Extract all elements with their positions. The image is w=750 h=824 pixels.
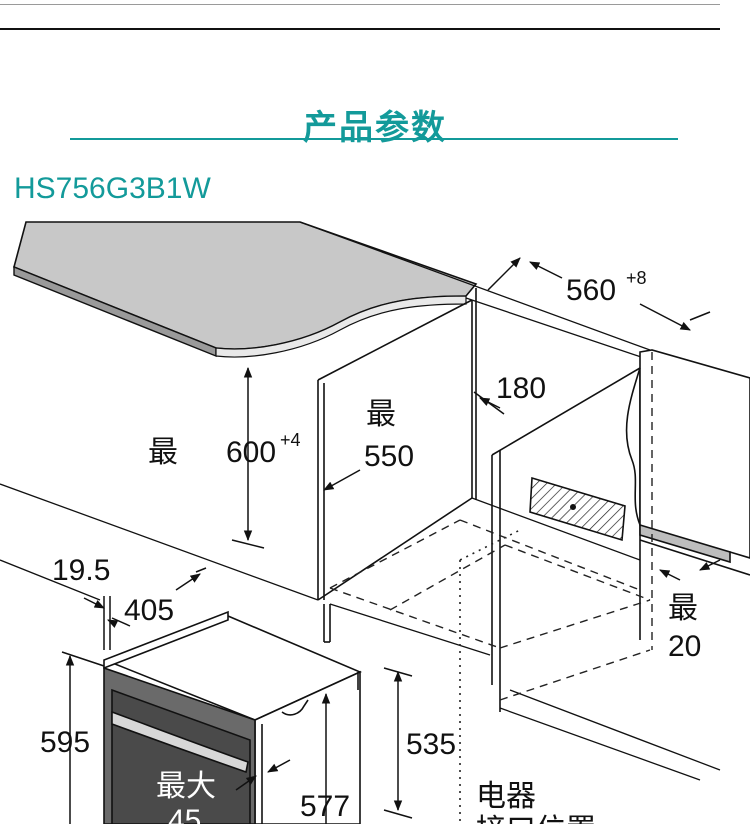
label-45-b: 45 [168, 804, 201, 824]
label-595: 595 [40, 726, 90, 759]
label-600: 600 [226, 436, 276, 469]
label-45-a: 最大 [156, 770, 216, 803]
dimension-labels: 560 +8 最 600 +4 最 550 180 最 20 19.5 405 … [40, 268, 701, 824]
countertop [13, 221, 478, 358]
section-title-underline [70, 138, 678, 140]
label-elec-b: 接口位置 [476, 814, 596, 824]
label-577: 577 [300, 790, 350, 823]
label-180: 180 [496, 372, 546, 405]
oven-unit [103, 610, 362, 824]
label-elec-a: 电器 [476, 780, 536, 813]
top-rule-thin [0, 4, 720, 5]
label-560: 560 [566, 274, 616, 307]
cabinet-wall [317, 288, 477, 643]
label-19-5: 19.5 [52, 554, 110, 587]
label-550-b: 550 [364, 440, 414, 473]
right-cabinet [491, 349, 750, 712]
label-20-a: 最 [668, 592, 698, 625]
dotted-lines [459, 529, 521, 824]
label-600-tol: +4 [280, 430, 301, 450]
hidden-lines [329, 352, 653, 701]
model-number: HS756G3B1W [14, 172, 211, 205]
label-600-prefix: 最 [148, 436, 178, 469]
section-title: 产品参数 [303, 108, 447, 148]
top-rule-thick [0, 28, 720, 30]
label-550-a: 最 [366, 398, 396, 431]
dimension-lines [61, 257, 721, 824]
electrical-connection-zone [529, 476, 626, 542]
label-405: 405 [124, 594, 174, 627]
label-535: 535 [406, 728, 456, 761]
label-560-tol: +8 [626, 268, 647, 288]
label-20-b: 20 [668, 630, 701, 663]
